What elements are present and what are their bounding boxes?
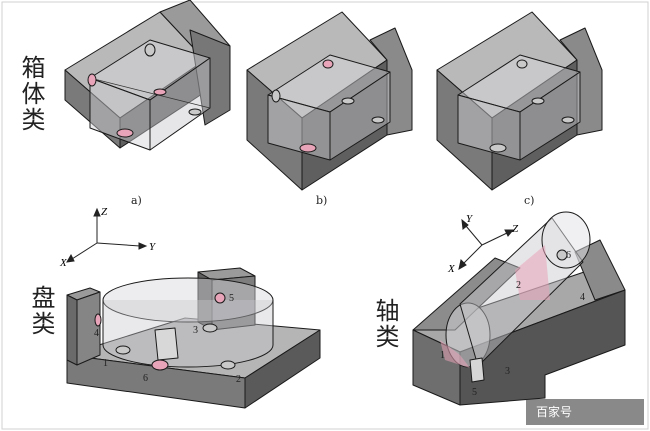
shaft-point-3: 3 <box>505 366 510 377</box>
box-fixture-c <box>436 11 603 191</box>
disc-point-1: 1 <box>103 358 108 369</box>
shaft-category-label: 轴类 <box>371 298 399 350</box>
shaft-axes <box>458 218 515 270</box>
shaft-point-5: 5 <box>472 387 477 398</box>
disc-axes <box>66 207 148 263</box>
disc-axis-z-label: Z <box>101 206 108 218</box>
disc-fixture <box>66 267 321 409</box>
disc-category-label: 盘类 <box>27 285 55 337</box>
watermark-badge: 百家号 <box>526 399 644 425</box>
disc-axis-y-label: Y <box>149 241 157 253</box>
box-fixture-b <box>246 11 413 191</box>
shaft-point-2: 2 <box>516 280 521 291</box>
shaft-fixture <box>412 211 626 406</box>
shaft-point-1: 1 <box>440 350 445 361</box>
shaft-point-6: 6 <box>566 250 571 261</box>
disc-point-6: 6 <box>143 373 148 384</box>
disc-point-5: 5 <box>229 293 234 304</box>
shaft-point-4: 4 <box>580 292 585 303</box>
box-category-label: 箱体类 <box>17 55 45 133</box>
disc-point-3: 3 <box>193 325 198 336</box>
box-fixture-a <box>64 0 231 151</box>
caption-c: c) <box>524 194 535 207</box>
shaft-axis-x-label: X <box>447 263 456 275</box>
shaft-axis-y-label: Y <box>466 213 474 225</box>
disc-point-2: 2 <box>236 374 241 385</box>
disc-axis-x-label: X <box>59 257 68 269</box>
shaft-axis-z-label: Z <box>512 223 519 235</box>
caption-b: b) <box>316 194 328 207</box>
disc-point-4: 4 <box>94 328 99 339</box>
caption-a: a) <box>131 194 142 207</box>
